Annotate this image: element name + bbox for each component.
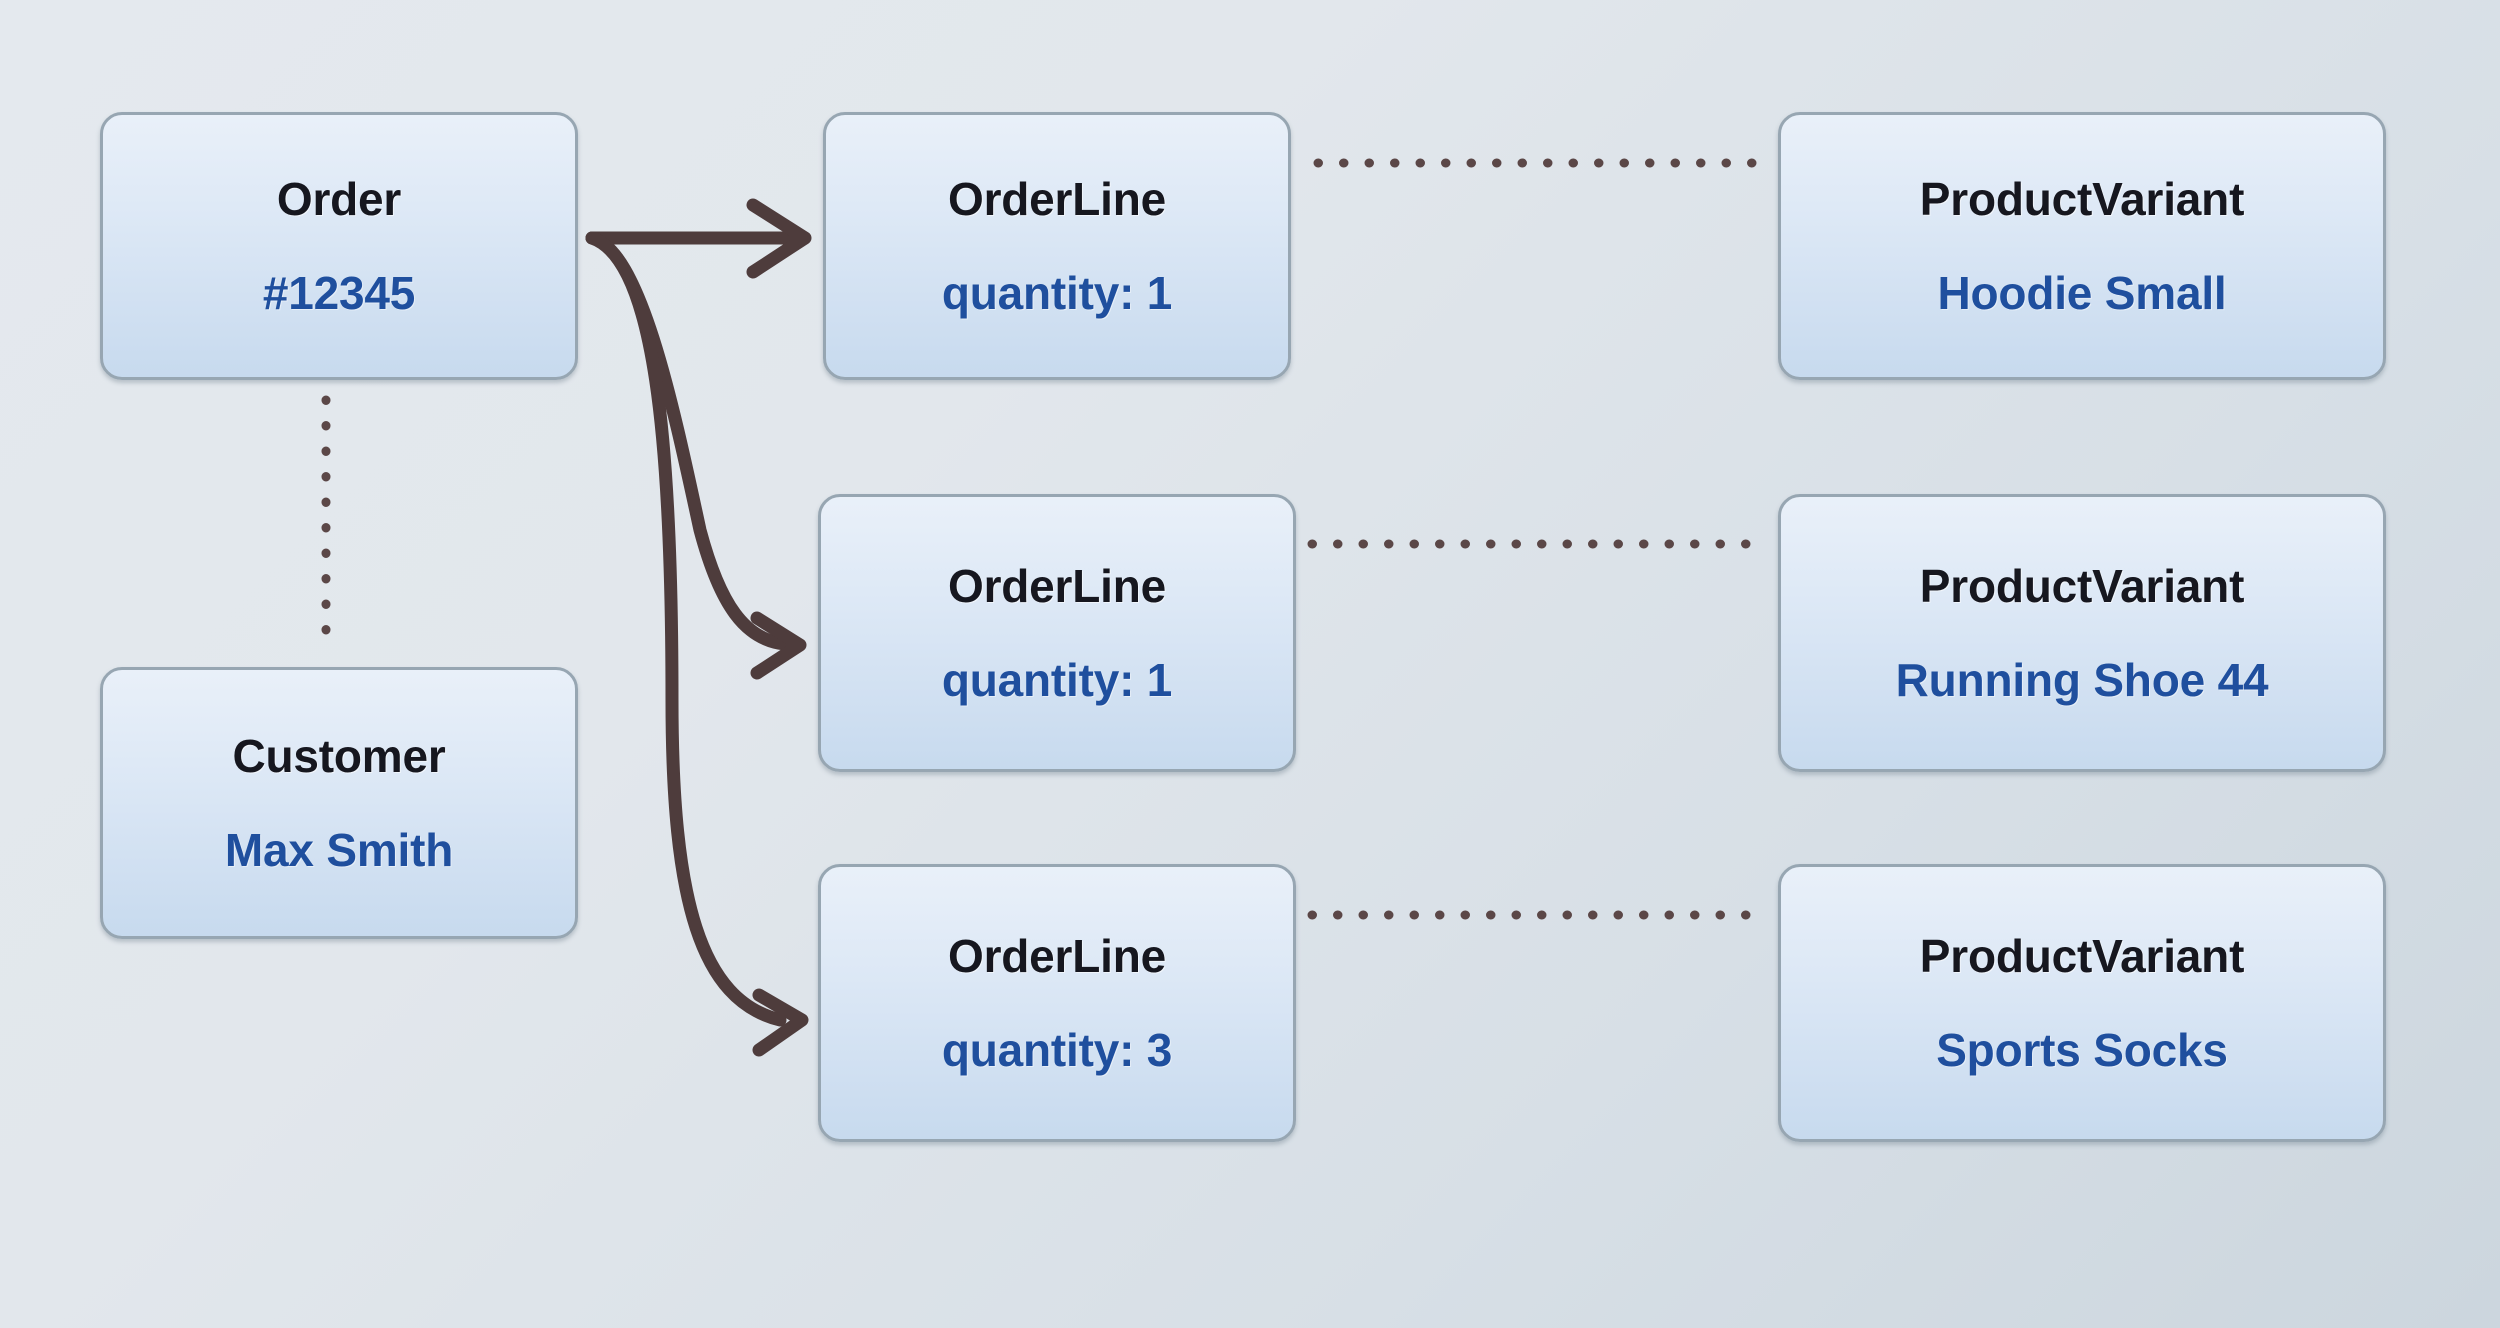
node-order-value: #12345 bbox=[262, 267, 416, 319]
node-order-title: Order bbox=[276, 173, 402, 225]
node-orderline-3-title: OrderLine bbox=[947, 930, 1167, 982]
node-orderline-1-title: OrderLine bbox=[947, 173, 1167, 225]
node-orderline-3[interactable]: OrderLine quantity: 3 bbox=[818, 864, 1296, 1142]
node-productvariant-1[interactable]: ProductVariant Hoodie Small bbox=[1778, 112, 2386, 380]
node-productvariant-1-title: ProductVariant bbox=[1919, 173, 2245, 225]
node-productvariant-2-value: Running Shoe 44 bbox=[1895, 654, 2269, 706]
node-order[interactable]: Order #12345 bbox=[100, 112, 578, 380]
node-productvariant-3[interactable]: ProductVariant Sports Socks bbox=[1778, 864, 2386, 1142]
node-productvariant-3-value: Sports Socks bbox=[1936, 1024, 2228, 1076]
node-productvariant-2-title: ProductVariant bbox=[1919, 560, 2245, 612]
arrowhead-orderline-2 bbox=[750, 611, 807, 680]
node-orderline-3-value: quantity: 3 bbox=[941, 1024, 1173, 1076]
edge-order-to-orderline-3 bbox=[585, 231, 787, 1027]
edge-order-to-orderline-2 bbox=[585, 231, 792, 651]
arrowhead-orderline-3 bbox=[752, 988, 809, 1057]
node-orderline-2[interactable]: OrderLine quantity: 1 bbox=[818, 494, 1296, 772]
node-orderline-2-value: quantity: 1 bbox=[941, 654, 1173, 706]
node-orderline-2-title: OrderLine bbox=[947, 560, 1167, 612]
node-orderline-1[interactable]: OrderLine quantity: 1 bbox=[823, 112, 1291, 380]
node-productvariant-1-value: Hoodie Small bbox=[1937, 267, 2227, 319]
node-orderline-1-value: quantity: 1 bbox=[941, 267, 1173, 319]
node-productvariant-3-title: ProductVariant bbox=[1919, 930, 2245, 982]
arrowhead-orderline-1 bbox=[746, 198, 812, 279]
node-productvariant-2[interactable]: ProductVariant Running Shoe 44 bbox=[1778, 494, 2386, 772]
node-customer[interactable]: Customer Max Smith bbox=[100, 667, 578, 939]
node-customer-title: Customer bbox=[232, 730, 446, 782]
node-customer-value: Max Smith bbox=[224, 824, 454, 876]
